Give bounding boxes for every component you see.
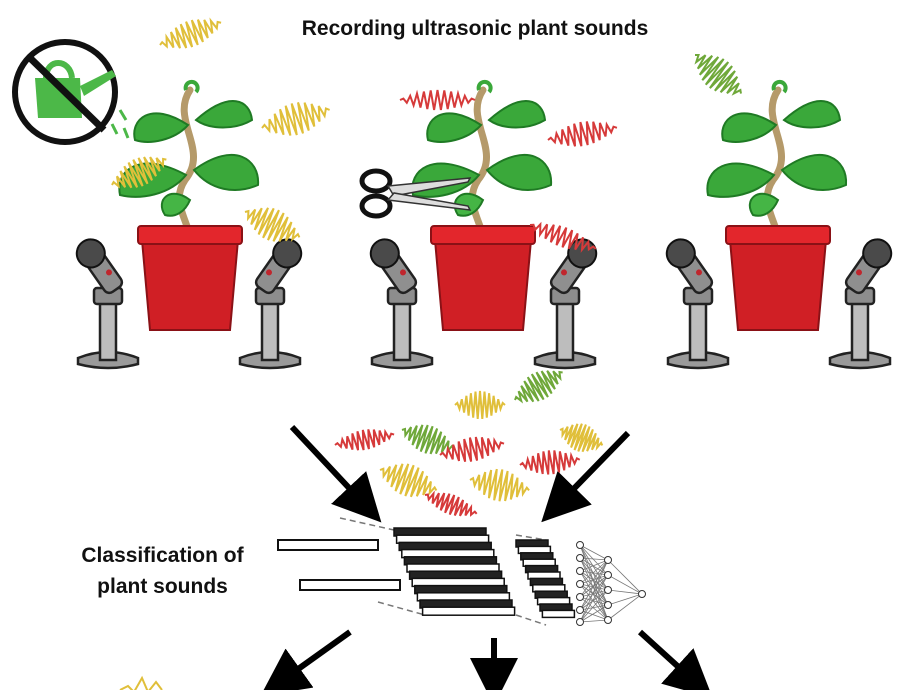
sound-wave-icon — [529, 221, 597, 253]
sound-wave-icon — [439, 436, 505, 462]
network-edge — [579, 589, 609, 611]
network-edge — [579, 559, 609, 585]
arrow-left-in — [289, 424, 382, 523]
network-edge — [579, 557, 609, 591]
sound-wave-icon — [379, 463, 438, 498]
no-watering-can-icon — [12, 39, 130, 145]
arrow-right-in — [541, 430, 631, 523]
network-edge — [607, 593, 643, 621]
network-edge — [579, 559, 609, 623]
sound-wave-icon — [401, 424, 455, 455]
network-edge — [579, 619, 609, 623]
sound-wave-icon — [469, 468, 530, 502]
sound-wave-icon — [424, 490, 478, 517]
title: Recording ultrasonic plant sounds — [302, 17, 649, 40]
network-edge — [579, 557, 609, 576]
arrows — [260, 424, 713, 690]
network-node — [576, 554, 584, 562]
network-node — [604, 571, 612, 579]
microphone-icon — [533, 232, 603, 370]
wave-partial — [119, 675, 163, 690]
network-node — [604, 586, 612, 594]
network-edge — [607, 589, 643, 595]
network-node — [576, 618, 584, 626]
network-edge — [579, 570, 609, 576]
network-edge — [607, 574, 643, 595]
sound-wave-icon — [111, 156, 167, 189]
sound-wave-icon — [454, 390, 506, 419]
scissors-icon — [359, 168, 472, 219]
sound-wave-icon — [519, 450, 581, 475]
network-edge — [579, 574, 609, 585]
microphone-icon — [828, 232, 898, 370]
network-edge — [579, 596, 609, 621]
network-edge — [579, 574, 609, 623]
sound-wave-icon — [334, 428, 395, 451]
network-node — [576, 606, 584, 614]
network-edge — [579, 589, 609, 623]
network-node — [576, 567, 584, 575]
network-node — [604, 556, 612, 564]
network-edge — [579, 604, 609, 623]
network-edge — [579, 559, 609, 598]
sound-wave-icon — [399, 89, 476, 111]
network-edge — [579, 583, 609, 591]
network-node — [576, 541, 584, 549]
microphone-icon — [70, 232, 140, 370]
arrow-out-left — [260, 629, 352, 690]
network-edge — [579, 570, 609, 621]
sound-wave-icon — [694, 53, 742, 96]
sound-wave-icon — [159, 17, 222, 49]
classifier-network-icon — [277, 517, 646, 626]
microphone-icon — [660, 232, 730, 370]
sound-wave-icon — [547, 121, 618, 147]
sound-wave-icon — [261, 102, 330, 136]
network-edge — [579, 559, 609, 611]
network-edge — [579, 559, 609, 572]
network-node — [638, 590, 646, 598]
plant-control — [707, 82, 846, 330]
network-node — [576, 580, 584, 588]
microphone-icon — [238, 232, 308, 370]
microphone-icon — [364, 232, 434, 370]
network-edge — [579, 544, 609, 561]
network-node — [604, 616, 612, 624]
network-edge — [579, 570, 609, 606]
network-edge — [579, 557, 609, 606]
classification-label: Classification of plant sounds — [81, 544, 244, 598]
network-edge — [579, 557, 609, 621]
plant-drought — [119, 82, 258, 330]
network-edge — [607, 593, 643, 606]
network-node — [576, 593, 584, 601]
network-node — [604, 601, 612, 609]
network-edge — [579, 574, 609, 611]
network-edge — [579, 583, 609, 621]
network-edge — [579, 570, 609, 591]
network-edge — [579, 596, 609, 606]
sound-waves — [111, 17, 742, 517]
network-edge — [607, 559, 643, 595]
network-edge — [579, 589, 609, 598]
layer-block — [421, 606, 516, 616]
sound-wave-icon — [244, 207, 301, 242]
sound-wave-icon — [559, 423, 604, 453]
network-edge — [579, 583, 609, 606]
network-edge — [579, 574, 609, 598]
network-edge — [579, 557, 609, 561]
layer-block — [541, 609, 576, 619]
sound-wave-icon — [514, 370, 563, 404]
arrow-out-right — [637, 629, 713, 690]
network-edge — [579, 604, 609, 611]
